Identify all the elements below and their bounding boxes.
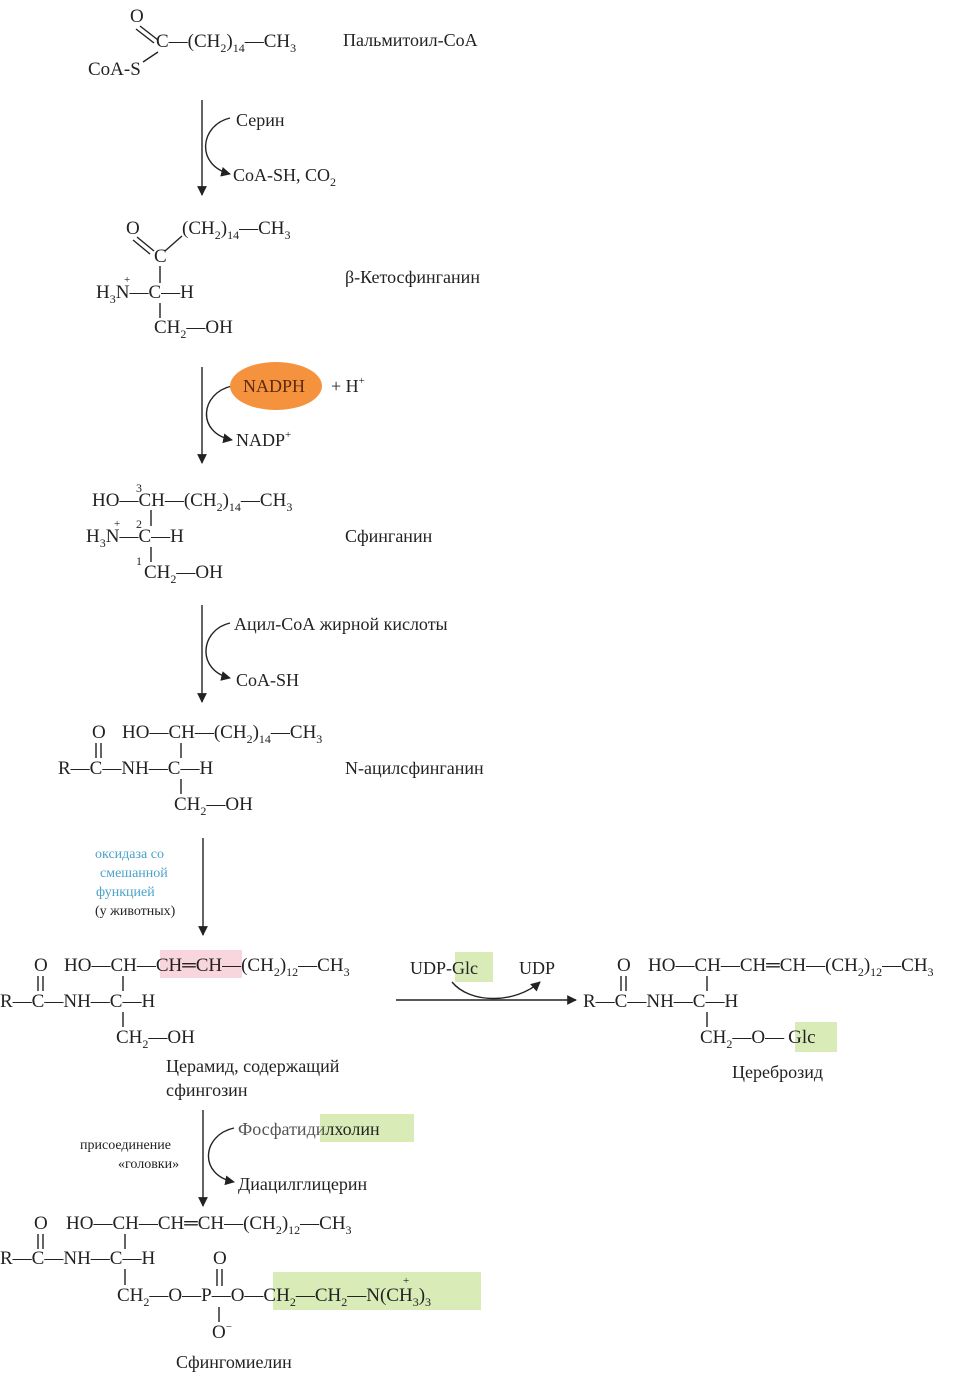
diacylglycerol-label: Диацилглицерин xyxy=(238,1174,367,1194)
glc-highlight-cerebroside xyxy=(795,1022,837,1052)
svg-text:+: + xyxy=(124,274,130,286)
svg-text:HO—CH—CH═CH—(CH2)12—CH3: HO—CH—CH═CH—(CH2)12—CH3 xyxy=(64,955,350,979)
animals-note: (у животных) xyxy=(95,904,176,919)
svg-text:O: O xyxy=(617,955,631,976)
udp-label: UDP xyxy=(519,958,555,978)
serine-label: Серин xyxy=(236,110,285,130)
svg-text:H3N—C—H: H3N—C—H xyxy=(86,526,184,550)
phosphocholine-highlight xyxy=(273,1272,481,1310)
svg-text:+: + xyxy=(403,1275,409,1287)
svg-text:R—C—NH—C—H: R—C—NH—C—H xyxy=(583,991,738,1012)
step5-arrow xyxy=(396,981,577,1005)
h-plus-label: + H+ xyxy=(331,375,365,396)
svg-text:R—C—NH—C—H: R—C—NH—C—H xyxy=(0,1248,155,1269)
sphinganine-name: Сфинганин xyxy=(345,526,433,546)
svg-text:H3N—C—H: H3N—C—H xyxy=(96,282,194,306)
svg-text:CH2—OH: CH2—OH xyxy=(144,562,223,586)
ceramide-name-line1: Церамид, содержащий xyxy=(166,1056,340,1076)
svg-text:HO—CH—(CH2)14—CH3: HO—CH—(CH2)14—CH3 xyxy=(92,490,292,514)
svg-text:CH2—OH: CH2—OH xyxy=(116,1027,195,1051)
udp-glc-label: UDP-Glc xyxy=(410,958,478,978)
svg-text:CH2—O—P—O—CH2—CH2—N(CH3)3: CH2—O—P—O—CH2—CH2—N(CH3)3 xyxy=(117,1285,431,1309)
double-bond xyxy=(139,25,159,41)
svg-text:CH2—OH: CH2—OH xyxy=(154,317,233,341)
nadph-badge xyxy=(230,362,322,410)
svg-text:O: O xyxy=(34,955,48,976)
carbonyl-oxygen: O xyxy=(130,6,144,27)
head-attachment-note-line1: присоединение xyxy=(80,1138,171,1153)
ketosphinganine-structure: O (CH2)14—CH3 C + H3N—C—H CH2—OH xyxy=(96,218,290,341)
svg-text:HO—CH—CH═CH—(CH2)12—CH3: HO—CH—CH═CH—(CH2)12—CH3 xyxy=(66,1213,352,1237)
sphingomyelin-name: Сфингомиелин xyxy=(176,1352,292,1372)
svg-text:O: O xyxy=(34,1213,48,1234)
svg-text:C: C xyxy=(154,246,167,267)
ceramide-structure: O HO—CH—CH═CH—(CH2)12—CH3 R—C—NH—C—H CH2… xyxy=(0,955,350,1051)
svg-text:2: 2 xyxy=(136,517,142,531)
palmitoyl-coa-structure: O C—(CH2)14—CH3 CoA-S xyxy=(88,6,296,80)
enzyme-label-line1: оксидаза со xyxy=(95,847,164,862)
step2-arrow xyxy=(197,367,233,464)
svg-text:O: O xyxy=(126,218,140,239)
double-bond-highlight xyxy=(160,950,242,978)
head-attachment-note-line2: «головки» xyxy=(118,1157,179,1172)
svg-text:R—C—NH—C—H: R—C—NH—C—H xyxy=(0,991,155,1012)
svg-text:C—(CH2)14—CH3: C—(CH2)14—CH3 xyxy=(156,31,296,55)
ceramide-name-line2: сфингозин xyxy=(166,1080,248,1100)
chain-text: C—(CH xyxy=(156,31,221,52)
sphinganine-structure: 3 HO—CH—(CH2)14—CH3 2 + H3N—C—H 1 CH2—OH xyxy=(86,481,292,586)
svg-text:O: O xyxy=(213,1248,227,1269)
svg-text:(CH2)14—CH3: (CH2)14—CH3 xyxy=(182,218,290,242)
n-acylsphinganine-structure: O HO—CH—(CH2)14—CH3 R—C—NH—C—H CH2—OH xyxy=(58,722,322,818)
svg-text:HO—CH—(CH2)14—CH3: HO—CH—(CH2)14—CH3 xyxy=(122,722,322,746)
cerebroside-name: Цереброзид xyxy=(732,1062,823,1082)
enzyme-label-line3: функцией xyxy=(96,885,155,900)
svg-text:O−: O− xyxy=(212,1321,232,1343)
ketosphinganine-name: β-Кетосфинганин xyxy=(345,267,480,287)
svg-text:CH2—OH: CH2—OH xyxy=(174,794,253,818)
coa-sh-label: CoA-SH xyxy=(236,670,299,690)
palmitoyl-coa-name: Пальмитоил-СоА xyxy=(343,30,478,50)
step1-arrow xyxy=(197,100,231,196)
svg-text:R—C—NH—C—H: R—C—NH—C—H xyxy=(58,758,213,779)
n-acylsphinganine-name: N-ацилсфинганин xyxy=(345,758,484,778)
nadp-label: NADP+ xyxy=(236,429,291,450)
svg-text:HO—CH—CH═CH—(CH2)12—CH3: HO—CH—CH═CH—(CH2)12—CH3 xyxy=(648,955,934,979)
svg-text:+: + xyxy=(114,518,120,530)
choline-highlight xyxy=(320,1114,414,1142)
step6-arrow xyxy=(198,1110,235,1207)
coa-s-label: CoA-S xyxy=(88,59,141,80)
nadph-label: NADPH xyxy=(243,376,305,396)
phosphatidylcholine-label: Фосфатидилхолин xyxy=(238,1119,380,1139)
step3-arrow xyxy=(197,605,231,703)
svg-text:3: 3 xyxy=(136,481,142,495)
svg-text:O: O xyxy=(92,722,106,743)
svg-text:1: 1 xyxy=(136,554,142,568)
sphingomyelin-structure: O HO—CH—CH═CH—(CH2)12—CH3 R—C—NH—C—H O +… xyxy=(0,1213,431,1343)
svg-text:CH2—O—Glc: CH2—O—Glc xyxy=(700,1027,816,1051)
glc-highlight-udp xyxy=(455,952,493,982)
coa-sh-co2-label: CoA-SH, CO2 xyxy=(233,165,336,189)
fatty-acyl-coa-label: Ацил-СоА жирной кислоты xyxy=(234,614,448,634)
enzyme-label-line2: смешанной xyxy=(100,866,168,881)
cerebroside-structure: O HO—CH—CH═CH—(CH2)12—CH3 R—C—NH—C—H CH2… xyxy=(583,955,934,1051)
